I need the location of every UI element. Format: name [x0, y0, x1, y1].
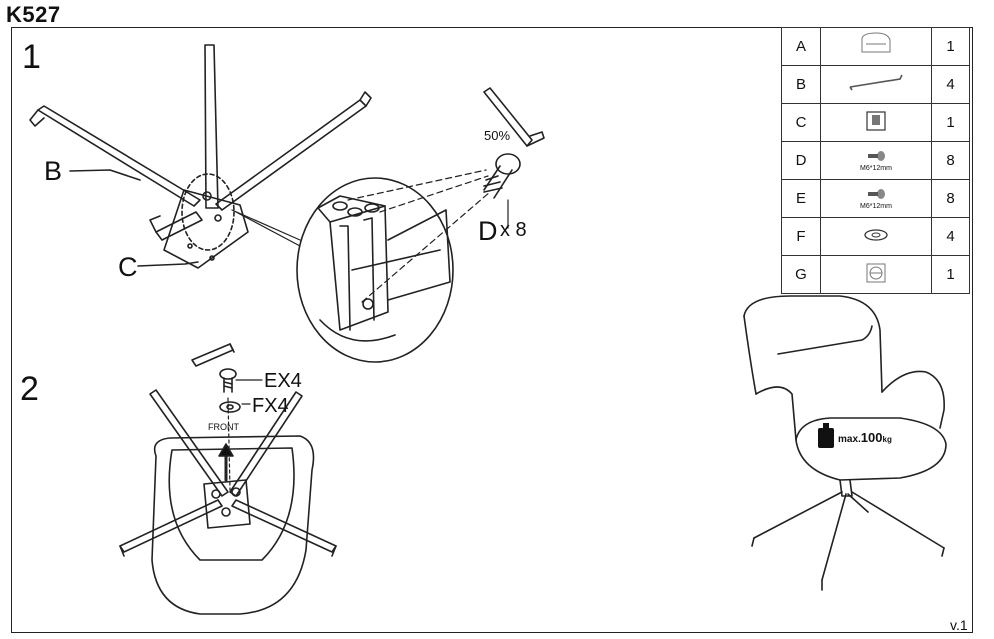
- part-picture: M6*12mm: [820, 141, 932, 180]
- part-picture: [820, 255, 932, 294]
- washer-f-drawing: [219, 401, 251, 413]
- max-load-prefix: max.: [838, 434, 861, 445]
- part-code: F: [781, 217, 821, 256]
- screw-d-qty: x 8: [500, 219, 527, 241]
- part-code: E: [781, 179, 821, 218]
- part-picture: [820, 65, 932, 104]
- swivel-mechanism-icon: [866, 263, 886, 282]
- leader-c: [137, 261, 199, 267]
- washer-icon: [864, 228, 888, 241]
- part-picture: [820, 27, 932, 66]
- part-qty: 4: [931, 217, 970, 256]
- part-code: C: [781, 103, 821, 142]
- screw-icon: [868, 151, 885, 161]
- parts-row: B 4: [781, 65, 970, 104]
- max-load-unit: kg: [882, 435, 892, 444]
- part-code: B: [781, 65, 821, 104]
- parts-row: E M6*12mm 8: [781, 179, 970, 218]
- label-washer-f: FX4: [252, 395, 289, 417]
- front-arrow-head: [218, 443, 234, 457]
- seat-bottom-drawing: [119, 389, 337, 615]
- parts-row: A 1: [781, 27, 970, 66]
- screw-icon: [868, 189, 885, 199]
- hex-key-ratio: 50%: [484, 128, 511, 143]
- part-code: A: [781, 27, 821, 66]
- weight-icon: [818, 423, 834, 448]
- part-picture: [820, 217, 932, 256]
- parts-row: C 1: [781, 103, 970, 142]
- step-number-2: 2: [20, 370, 39, 408]
- parts-row: D M6*12mm 8: [781, 141, 970, 180]
- alignment-lines: [347, 169, 491, 303]
- label-screw-e: EX4: [264, 370, 302, 392]
- leader-b: [69, 169, 141, 181]
- hex-key-small-drawing: [191, 343, 235, 367]
- part-code: G: [781, 255, 821, 294]
- part-code: D: [781, 141, 821, 180]
- model-code: K527: [6, 2, 61, 27]
- part-picture: [820, 103, 932, 142]
- mounting-plate-icon: [866, 110, 886, 131]
- part-qty: 1: [931, 27, 970, 66]
- hex-key-drawing: [483, 87, 545, 147]
- part-qty: 1: [931, 103, 970, 142]
- parts-row: F 4: [781, 217, 970, 256]
- front-label: FRONT: [208, 422, 239, 432]
- screw-e-drawing: [219, 368, 263, 393]
- part-spec: M6*12mm: [860, 203, 892, 210]
- part-qty: 1: [931, 255, 970, 294]
- detail-zoom-drawing: [231, 177, 454, 363]
- label-leg-b: B: [44, 156, 63, 186]
- label-screw-d: D: [478, 216, 498, 246]
- version-label: v.1: [950, 617, 968, 633]
- part-spec: M6*12mm: [860, 165, 892, 172]
- part-qty: 8: [931, 179, 970, 218]
- label-plate-c: C: [118, 252, 138, 282]
- leg-bar-icon: [849, 74, 903, 90]
- instruction-frame: [11, 27, 973, 633]
- part-qty: 4: [931, 65, 970, 104]
- screw-d-drawing: [483, 153, 521, 229]
- step-number-1: 1: [22, 38, 41, 76]
- max-load-value: 100: [860, 430, 883, 445]
- parts-table: A 1 B 4 C 1 D M6*12mm 8 E M6*12mm 8: [781, 27, 970, 294]
- base-legs-drawing: [29, 44, 372, 269]
- assembled-chair-drawing: [743, 295, 947, 591]
- part-qty: 8: [931, 141, 970, 180]
- max-load-label: max.100kg: [838, 430, 892, 445]
- parts-row: G 1: [781, 255, 970, 294]
- armchair-seat-icon: [861, 31, 891, 52]
- part-picture: M6*12mm: [820, 179, 932, 218]
